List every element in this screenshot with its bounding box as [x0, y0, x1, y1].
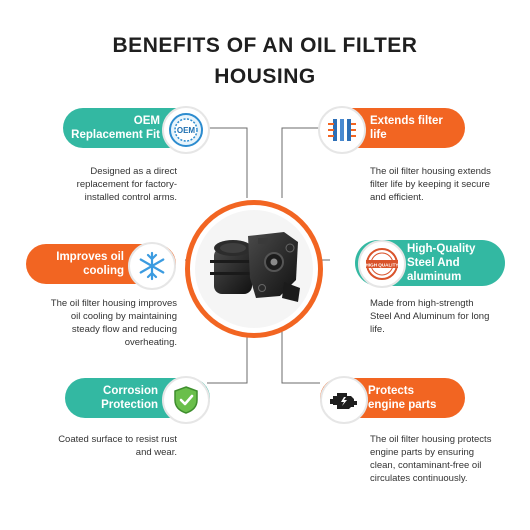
benefit-title-line: Replacement Fit [71, 129, 160, 141]
description-line: oil cooling by maintaining [70, 311, 177, 322]
benefit-title-line: Improves oil [56, 251, 124, 263]
quality-stamp-text: HIGH QUALITY [366, 263, 399, 268]
title-line-2: HOUSING [214, 65, 316, 88]
benefit-material-description: Made from high-strength Steel And Alumin… [370, 297, 520, 336]
benefit-title-line: OEM [133, 115, 160, 127]
benefit-title-line: Steel And [407, 257, 460, 269]
description-line: overheating. [124, 337, 177, 348]
benefit-title-line: cooling [83, 265, 124, 277]
benefit-title-line: Protects [368, 385, 415, 397]
benefit-title-line: High-Quality [407, 243, 476, 255]
description-line: and efficient. [370, 192, 424, 203]
description-line: circulates continuously. [370, 473, 468, 484]
benefit-corrosion-description: Coated surface to resist rust and wear. [20, 433, 177, 459]
description-line: filter life by keeping it secure [370, 179, 490, 190]
benefit-filter-life-description: The oil filter housing extends filter li… [370, 165, 520, 204]
description-line: clean, contaminant-free oil [370, 460, 482, 471]
title-line-1: BENEFITS OF AN OIL FILTER [112, 34, 418, 57]
description-line: engine parts by ensuring [370, 447, 475, 458]
description-line: replacement for factory- [76, 179, 177, 190]
oil-filter-housing-image [210, 232, 300, 302]
benefit-title-line: Protection [101, 399, 158, 411]
benefit-engine-parts-description: The oil filter housing protects engine p… [370, 433, 525, 485]
benefit-oem-fit-description: Designed as a direct replacement for fac… [45, 165, 177, 204]
snowflake-icon [128, 242, 176, 290]
page-title: BENEFITS OF AN OIL FILTER HOUSING [0, 30, 530, 92]
description-line: steady flow and reducing [71, 324, 177, 335]
oem-seal-icon: OEM [162, 106, 210, 154]
description-line: Designed as a direct [90, 166, 177, 177]
description-line: Coated surface to resist rust [58, 434, 177, 445]
benefit-title-line: Extends filter [370, 115, 443, 127]
description-line: installed control arms. [84, 192, 177, 203]
oem-badge-text: OEM [177, 126, 196, 135]
description-line: The oil filter housing extends [370, 166, 491, 177]
engine-warning-icon [320, 376, 368, 424]
benefit-title-line: aluminum [407, 271, 462, 283]
description-line: The oil filter housing protects [370, 434, 492, 445]
description-line: Made from high-strength [370, 298, 474, 309]
shield-check-icon [162, 376, 210, 424]
benefit-title-line: Corrosion [103, 385, 158, 397]
filter-layers-icon [318, 106, 366, 154]
description-line: The oil filter housing improves [50, 298, 177, 309]
high-quality-stamp-icon: HIGH QUALITY [358, 240, 406, 288]
benefit-oil-cooling-description: The oil filter housing improves oil cool… [20, 297, 177, 349]
description-line: Steel And Aluminum for long [370, 311, 490, 322]
benefit-title-line: engine parts [368, 399, 437, 411]
benefit-title-line: life [370, 129, 387, 141]
description-line: and wear. [135, 447, 177, 458]
description-line: life. [370, 324, 385, 335]
